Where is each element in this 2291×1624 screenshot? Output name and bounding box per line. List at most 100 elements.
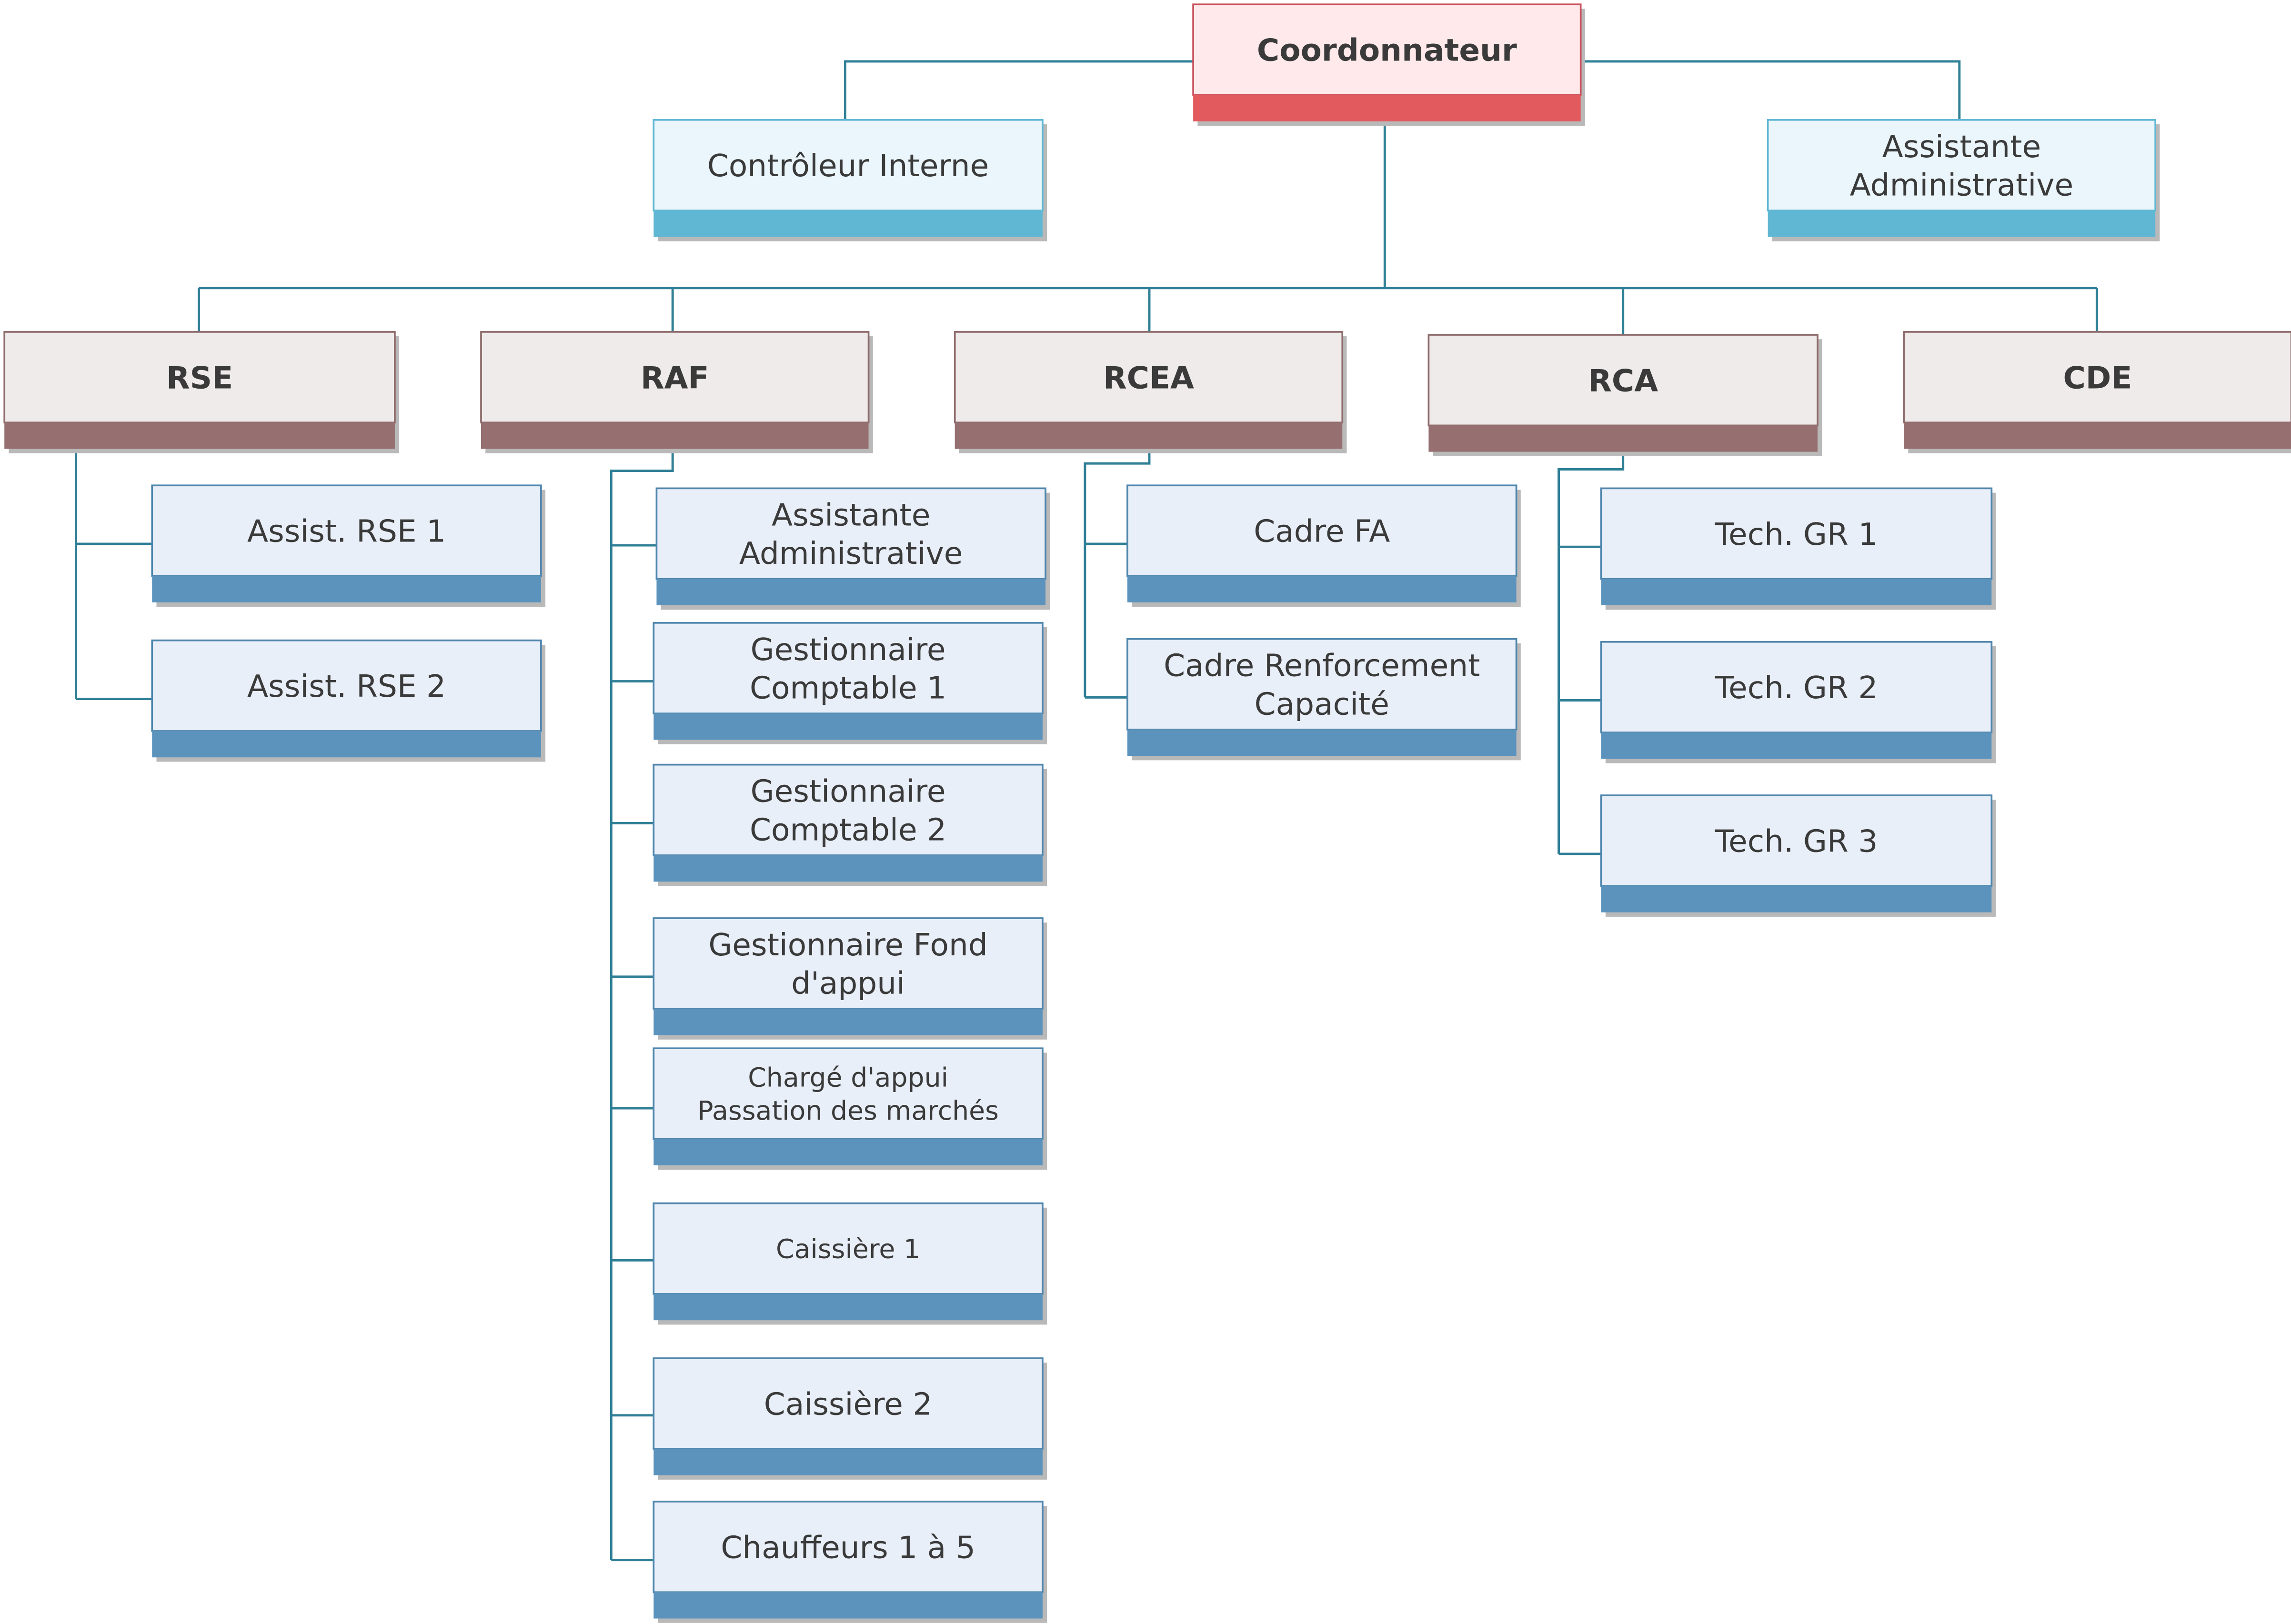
node-label-line: Comptable 2 — [750, 812, 946, 848]
node-label-line: Caissière 1 — [776, 1234, 920, 1265]
connector-line — [610, 449, 674, 1560]
node-body — [954, 331, 1344, 424]
node-label: RAF — [641, 360, 709, 396]
node-raf: RAF — [480, 331, 873, 453]
node-label: Tech. GR 3 — [1715, 824, 1878, 860]
node-chauffeurs: Chauffeurs 1 à 5 — [653, 1501, 1047, 1623]
node-bar — [653, 1293, 1043, 1321]
node-label-line: Assistante — [1882, 129, 2041, 165]
node-tech-gr-1: Tech. GR 1 — [1600, 487, 1996, 610]
node-label-line: Chargé d'appui — [748, 1063, 948, 1093]
connector-line — [1084, 449, 1151, 698]
node-label-line: Contrôleur Interne — [707, 148, 989, 184]
node-tech-gr-3: Tech. GR 3 — [1600, 794, 1996, 917]
node-label: Caissière 2 — [764, 1386, 933, 1422]
node-label: CDE — [2063, 360, 2132, 396]
node-bar — [152, 576, 541, 602]
node-label-line: Gestionnaire Fond — [708, 927, 988, 963]
node-body — [1600, 794, 1993, 887]
node-rca: RCA — [1427, 334, 1822, 456]
node-body — [653, 1357, 1044, 1450]
node-bar — [481, 422, 869, 449]
node-label-line: Gestionnaire — [751, 632, 946, 668]
node-body — [653, 1047, 1044, 1140]
node-label-line: CDE — [2063, 360, 2132, 396]
node-label-line: RAF — [641, 360, 709, 396]
node-bar — [653, 1449, 1043, 1475]
node-caissiere-1: Caissière 1 — [653, 1202, 1047, 1325]
node-label-line: Comptable 1 — [750, 671, 946, 706]
node-label-line: Cadre Renforcement — [1164, 648, 1480, 684]
connector-line — [1580, 60, 1961, 120]
node-label: RSE — [166, 360, 233, 396]
node-body — [1600, 487, 1993, 580]
node-assist-rse-1: Assist. RSE 1 — [151, 484, 546, 607]
node-bar — [1193, 95, 1581, 121]
node-body — [1767, 119, 2157, 211]
node-body — [1126, 484, 1517, 577]
node-label-line: Gestionnaire — [751, 774, 946, 810]
node-body — [3, 331, 396, 424]
node-label-line: RCA — [1588, 363, 1658, 399]
node-label: Coordonnateur — [1257, 33, 1517, 69]
node-label-line: RSE — [166, 360, 233, 396]
node-bar — [653, 1139, 1043, 1165]
node-bar — [1127, 729, 1517, 756]
node-label-line: Capacité — [1255, 686, 1389, 722]
node-bar — [1768, 211, 2156, 237]
node-label-line: RCEA — [1103, 360, 1194, 396]
node-cde: CDE — [1903, 331, 2291, 453]
node-label: Chauffeurs 1 à 5 — [721, 1530, 975, 1565]
node-label: RCEA — [1103, 360, 1194, 396]
node-bar — [653, 211, 1043, 237]
node-label-line: Assist. RSE 1 — [247, 514, 446, 550]
node-body — [655, 487, 1046, 580]
node-body — [1600, 641, 1993, 733]
node-label: Assist. RSE 1 — [247, 514, 446, 550]
node-body — [1903, 331, 2291, 424]
node-label-line: Tech. GR 1 — [1715, 517, 1878, 552]
node-body — [1427, 334, 1819, 427]
connector-line — [844, 60, 1194, 120]
node-bar — [653, 713, 1043, 740]
node-label: Tech. GR 1 — [1715, 517, 1878, 552]
node-label: Tech. GR 2 — [1715, 670, 1878, 706]
node-label-line: Administrative — [739, 536, 963, 571]
node-tech-gr-2: Tech. GR 2 — [1600, 641, 1996, 763]
node-assist-rse-2: Assist. RSE 2 — [151, 639, 546, 762]
node-label-line: Assistante — [772, 498, 931, 533]
node-bar — [1601, 886, 1992, 912]
node-label-line: Tech. GR 2 — [1715, 670, 1878, 706]
node-label-line: Chauffeurs 1 à 5 — [721, 1530, 975, 1565]
node-label-line: Caissière 2 — [764, 1386, 933, 1422]
node-label: Contrôleur Interne — [707, 148, 989, 184]
node-label-line: Passation des marchés — [697, 1096, 999, 1126]
node-bar — [152, 731, 541, 758]
node-rse: RSE — [3, 331, 400, 453]
node-body — [1126, 638, 1517, 731]
node-bar — [653, 1009, 1043, 1035]
node-bar — [653, 1592, 1043, 1619]
node-label: RCA — [1588, 363, 1658, 399]
node-body — [653, 1202, 1044, 1295]
node-body — [151, 639, 542, 732]
node-bar — [955, 422, 1343, 449]
node-controleur: Contrôleur Interne — [653, 119, 1047, 241]
connector-line — [1557, 451, 1625, 854]
node-bar — [653, 855, 1043, 882]
node-caissiere-2: Caissière 2 — [653, 1357, 1047, 1480]
node-label-line: d'appui — [791, 966, 905, 1002]
node-body — [653, 119, 1044, 211]
